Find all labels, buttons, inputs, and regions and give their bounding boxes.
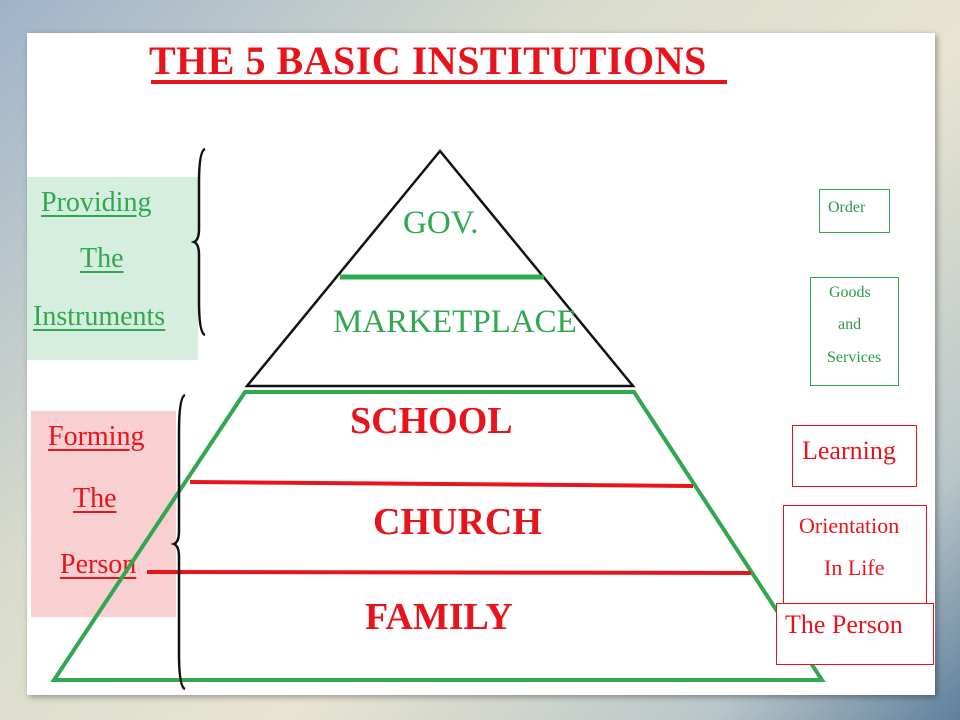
instruments-panel: Providing The Instruments bbox=[27, 177, 198, 360]
lower-trapezoid bbox=[50, 390, 826, 682]
goods-services-box: Goods and Services bbox=[810, 277, 899, 386]
marketplace-label: MARKETPLACE bbox=[333, 304, 577, 340]
church-divider-line bbox=[146, 570, 752, 575]
school-label: SCHOOL bbox=[350, 400, 513, 442]
instruments-label-line2: The bbox=[80, 243, 124, 274]
gov-label: GOV. bbox=[403, 205, 479, 241]
services-text: Services bbox=[827, 349, 882, 366]
order-text: Order bbox=[828, 199, 866, 216]
and-text: and bbox=[838, 316, 862, 333]
family-label: FAMILY bbox=[365, 596, 513, 638]
orientation-box: Orientation In Life bbox=[783, 505, 927, 611]
in-life-text: In Life bbox=[824, 555, 885, 580]
learning-text: Learning bbox=[802, 436, 896, 465]
title-underline bbox=[151, 80, 727, 84]
slide-title: THE 5 BASIC INSTITUTIONS bbox=[149, 38, 707, 83]
lower-brace bbox=[170, 393, 186, 691]
goods-text: Goods bbox=[829, 284, 871, 301]
school-divider-line bbox=[189, 480, 694, 488]
instruments-label-line3: Instruments bbox=[33, 301, 166, 332]
person-label-line2: The bbox=[73, 483, 117, 514]
upper-brace bbox=[190, 147, 206, 337]
pyramid-diagram bbox=[50, 147, 826, 691]
person-panel: Forming The Person bbox=[31, 411, 176, 617]
orientation-text: Orientation bbox=[799, 513, 900, 538]
learning-box: Learning bbox=[792, 425, 917, 487]
church-label: CHURCH bbox=[373, 501, 542, 543]
the-person-box: The Person bbox=[776, 603, 934, 665]
instruments-label-line1: Providing bbox=[41, 187, 152, 218]
upper-triangle bbox=[244, 149, 636, 388]
slide: THE 5 BASIC INSTITUTIONS Providing The I… bbox=[27, 33, 935, 695]
order-box: Order bbox=[819, 189, 890, 233]
person-label-line1: Forming bbox=[48, 421, 145, 452]
the-person-text: The Person bbox=[785, 610, 903, 639]
